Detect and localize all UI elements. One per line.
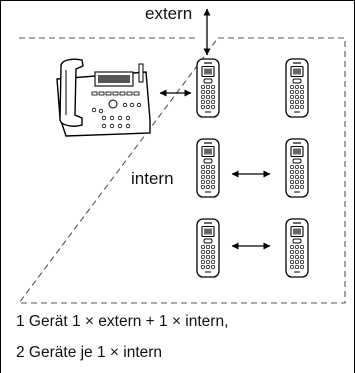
handset-icon: [285, 218, 309, 278]
caption-line-1: 1 Gerät 1 × extern + 1 × intern,: [16, 313, 229, 330]
extern-label: extern: [145, 4, 193, 23]
caption-line-2: 2 Geräte je 1 × intern: [16, 344, 163, 361]
dashed-boundary: [17, 37, 346, 304]
handset-icon: [196, 58, 220, 118]
frame-left-border: [0, 0, 1, 373]
handset-icon: [196, 138, 220, 198]
handset-icon: [196, 218, 220, 278]
handset-icon: [285, 58, 309, 118]
frame-top-border: [0, 0, 355, 1]
intern-label: intern: [131, 169, 174, 188]
handset-icon: [285, 138, 309, 198]
base-station-icon: [56, 58, 151, 137]
